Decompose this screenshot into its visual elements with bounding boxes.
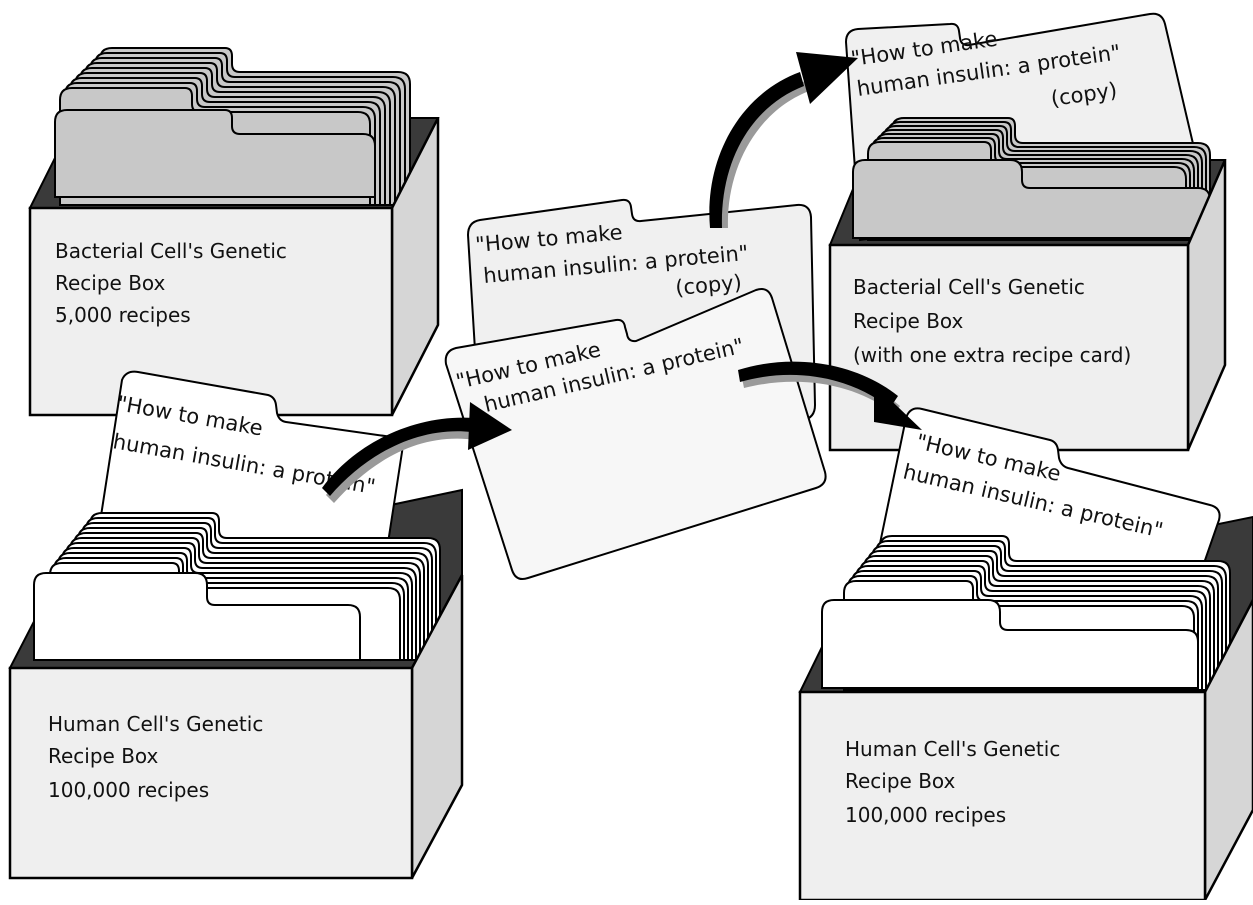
modified-bacterial-recipe-box: "How to make human insulin: a protein" (… [828,12,1227,452]
human-recipe-box: "How to make human insulin: a protein" H… [8,370,464,880]
bacterial-recipe-box: Bacterial Cell's Genetic Recipe Box 5,00… [28,47,440,417]
modified-box-label-line3: (with one extra recipe card) [853,343,1131,367]
copy-card-line3: (copy) [674,270,742,300]
human-after-box-label-line1: Human Cell's Genetic [845,737,1060,761]
arrow-extract-gene [322,402,512,503]
modified-bacterial-card-stack [852,117,1211,241]
human-box-label-line3: 100,000 recipes [48,778,209,802]
human-card-stack [33,512,441,661]
bacterial-box-label-line3: 5,000 recipes [55,303,191,327]
bacterial-box-label-line2: Recipe Box [55,271,166,295]
human-box-label-line2: Recipe Box [48,744,159,768]
original-card-floating: "How to make human insulin: a protein" [444,288,827,580]
human-after-box-front [798,690,1207,902]
human-box-front [8,666,414,880]
human-after-box-label-line3: 100,000 recipes [845,803,1006,827]
human-after-card-stack [821,535,1231,691]
bacterial-box-label-line1: Bacterial Cell's Genetic [55,239,287,263]
arrow-return-to-human [738,361,922,430]
bacterial-card-stack [54,47,411,206]
human-after-box-label-line2: Recipe Box [845,769,956,793]
bacterial-box-front [28,206,394,417]
modified-box-label-line1: Bacterial Cell's Genetic [853,275,1085,299]
human-recipe-box-after: "How to make human insulin: a protein" H… [798,407,1253,902]
arrow-insert-into-bacteria [709,52,858,228]
modified-box-label-line2: Recipe Box [853,309,964,333]
human-box-label-line1: Human Cell's Genetic [48,712,263,736]
